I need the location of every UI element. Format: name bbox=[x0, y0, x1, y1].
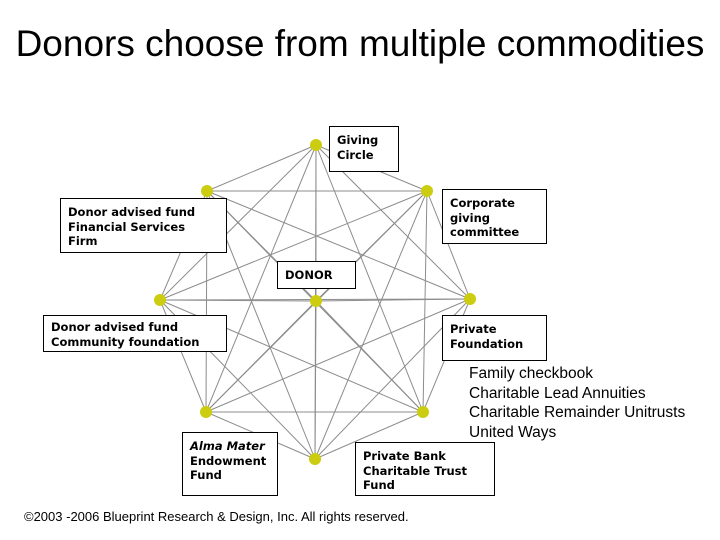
slide-title: Donors choose from multiple commodities bbox=[15, 23, 705, 64]
node-label-corporate-giving: Corporate giving committee bbox=[442, 189, 547, 244]
edge-daf-community-donor bbox=[159, 299, 317, 302]
node-label-daf-community: Donor advised fund Community foundation bbox=[43, 315, 227, 352]
other-options-list: Family checkbook Charitable Lead Annuiti… bbox=[469, 364, 685, 442]
node-dot-bottom bbox=[309, 453, 321, 465]
edge-corporate-giving-private-bank bbox=[422, 190, 428, 413]
node-dot-daf-financial bbox=[201, 185, 213, 197]
label-line: Endowment bbox=[190, 453, 267, 468]
label-line: Private bbox=[450, 322, 497, 336]
node-dot-private-foundation bbox=[464, 293, 476, 305]
node-dot-giving-circle bbox=[310, 139, 322, 151]
edge-corporate-giving-private-foundation bbox=[426, 190, 471, 300]
node-label-private-foundation: Private Foundation bbox=[442, 315, 547, 361]
edge-corporate-giving-daf-community bbox=[159, 190, 428, 301]
edge-private-bank-bottom bbox=[314, 411, 424, 460]
list-item: Charitable Remainder Unitrusts bbox=[469, 404, 686, 421]
label-line: Circle bbox=[337, 147, 374, 162]
edge-giving-circle-daf-financial bbox=[206, 144, 317, 192]
label-line: Private Bank bbox=[363, 449, 446, 463]
copyright-notice: ©2003 -2006 Blueprint Research & Design,… bbox=[24, 509, 409, 524]
list-item: Charitable Lead Annuities bbox=[469, 384, 646, 402]
edge-private-foundation-alma-mater bbox=[205, 298, 471, 413]
label-line: Fund bbox=[363, 478, 395, 492]
node-label-donor: DONOR bbox=[277, 261, 356, 289]
label-line: Financial Services bbox=[68, 219, 186, 234]
label-line: Community foundation bbox=[51, 334, 200, 349]
node-dot-private-bank bbox=[417, 406, 429, 418]
label-line: DONOR bbox=[285, 268, 333, 282]
node-dot-daf-community bbox=[154, 294, 166, 306]
edge-bottom-donor bbox=[314, 300, 317, 460]
edge-corporate-giving-bottom bbox=[314, 190, 428, 460]
label-line: giving bbox=[450, 210, 491, 225]
label-line: Foundation bbox=[450, 336, 524, 351]
label-line: Charitable Trust bbox=[363, 463, 468, 478]
node-dot-donor bbox=[310, 295, 322, 307]
label-line: Fund bbox=[190, 468, 222, 482]
label-line: Alma Mater bbox=[190, 439, 265, 453]
node-label-alma-mater: Alma Mater Endowment Fund bbox=[182, 432, 278, 496]
label-line: Donor advised fund bbox=[51, 320, 179, 334]
node-dot-alma-mater bbox=[200, 406, 212, 418]
list-item: Family checkbook bbox=[469, 365, 594, 382]
edge-alma-mater-donor bbox=[205, 300, 317, 413]
node-label-private-bank: Private Bank Charitable Trust Fund bbox=[355, 442, 495, 496]
edge-private-foundation-donor bbox=[315, 298, 471, 302]
label-line: committee bbox=[450, 225, 520, 239]
edge-private-foundation-daf-financial bbox=[206, 190, 471, 300]
label-line: Giving bbox=[337, 133, 379, 147]
edge-giving-circle-alma-mater bbox=[205, 144, 317, 413]
node-label-daf-financial: Donor advised fund Financial Services Fi… bbox=[60, 198, 227, 253]
label-line: Firm bbox=[68, 234, 98, 248]
edge-giving-circle-private-bank bbox=[315, 144, 424, 413]
node-label-giving-circle: Giving Circle bbox=[329, 126, 399, 172]
label-line: Donor advised fund bbox=[68, 205, 196, 219]
node-dot-corporate-giving bbox=[421, 185, 433, 197]
list-item: United Ways bbox=[469, 423, 557, 441]
edge-private-bank-donor bbox=[315, 300, 424, 413]
label-line: Corporate bbox=[450, 196, 515, 210]
